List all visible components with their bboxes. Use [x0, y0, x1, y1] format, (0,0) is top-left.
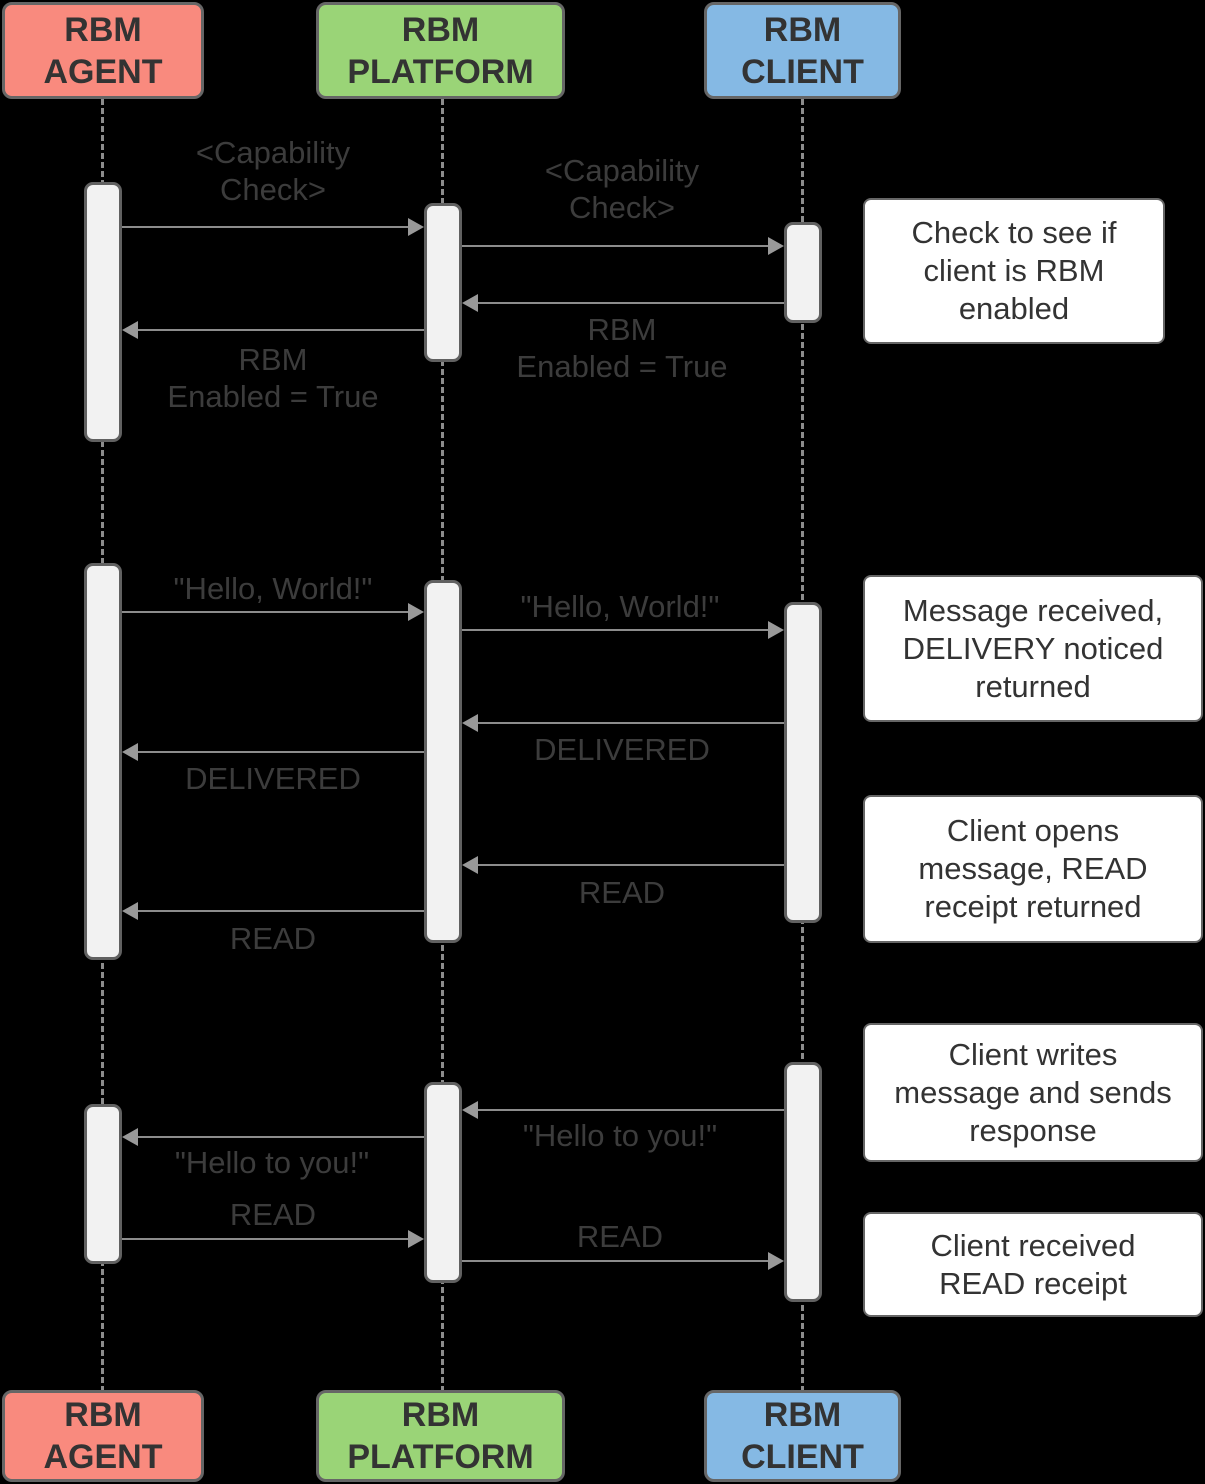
arrowhead-left-icon	[122, 902, 138, 920]
actor-rbm-client-bottom: RBM CLIENT	[704, 1390, 901, 1482]
arrow-line	[462, 629, 768, 631]
message-label: "Hello to you!"	[174, 1145, 370, 1180]
arrowhead-left-icon	[122, 321, 138, 339]
arrow-line	[462, 245, 768, 247]
arrow-line	[122, 226, 408, 228]
actor-rbm-platform-top: RBM PLATFORM	[316, 2, 565, 99]
message-label: "Hello to you!"	[522, 1118, 718, 1153]
arrow-line	[122, 1238, 408, 1240]
arrowhead-left-icon	[462, 294, 478, 312]
arrow-line	[122, 611, 408, 613]
message-label: DELIVERED	[534, 732, 710, 767]
arrowhead-right-icon	[408, 603, 424, 621]
note-message-received: Message received, DELIVERY noticed retur…	[863, 575, 1203, 722]
message-label: <Capability Check>	[544, 153, 700, 225]
activation-client-capability	[784, 222, 822, 323]
message-label: RBM Enabled = True	[516, 312, 728, 384]
actor-rbm-client-top: RBM CLIENT	[704, 2, 901, 99]
activation-agent-response	[84, 1104, 122, 1264]
arrowhead-left-icon	[122, 743, 138, 761]
note-client-received-read: Client received READ receipt	[863, 1212, 1203, 1317]
arrow-line	[478, 722, 784, 724]
message-label: "Hello, World!"	[173, 571, 373, 606]
arrowhead-right-icon	[768, 621, 784, 639]
message-label: RBM Enabled = True	[167, 342, 379, 414]
activation-agent-hello	[84, 563, 122, 960]
activation-platform-response	[424, 1082, 462, 1283]
message-label: DELIVERED	[185, 761, 361, 796]
arrowhead-left-icon	[462, 1101, 478, 1119]
arrow-line	[138, 329, 424, 331]
note-client-opens-message: Client opens message, READ receipt retur…	[863, 795, 1203, 943]
activation-platform-hello	[424, 580, 462, 943]
activation-platform-capability	[424, 203, 462, 362]
arrowhead-left-icon	[122, 1128, 138, 1146]
message-label: READ	[578, 875, 666, 910]
activation-client-response	[784, 1062, 822, 1302]
arrowhead-right-icon	[408, 1230, 424, 1248]
message-label: READ	[229, 1197, 317, 1232]
arrow-line	[138, 1136, 424, 1138]
arrow-line	[462, 1260, 768, 1262]
activation-client-hello	[784, 602, 822, 923]
message-label: <Capability Check>	[195, 135, 351, 207]
note-client-writes-response: Client writes message and sends response	[863, 1023, 1203, 1162]
arrowhead-left-icon	[462, 856, 478, 874]
arrow-line	[138, 910, 424, 912]
arrowhead-right-icon	[768, 237, 784, 255]
actor-rbm-platform-bottom: RBM PLATFORM	[316, 1390, 565, 1482]
actor-rbm-agent-bottom: RBM AGENT	[2, 1390, 204, 1482]
activation-agent-capability	[84, 182, 122, 442]
message-label: READ	[229, 921, 317, 956]
message-label: "Hello, World!"	[520, 589, 720, 624]
arrowhead-right-icon	[408, 218, 424, 236]
arrow-line	[478, 302, 784, 304]
arrowhead-right-icon	[768, 1252, 784, 1270]
message-label: READ	[576, 1219, 664, 1254]
arrow-line	[138, 751, 424, 753]
arrow-line	[478, 864, 784, 866]
arrow-line	[478, 1109, 784, 1111]
note-capability-check: Check to see if client is RBM enabled	[863, 198, 1165, 344]
actor-rbm-agent-top: RBM AGENT	[2, 2, 204, 99]
arrowhead-left-icon	[462, 714, 478, 732]
